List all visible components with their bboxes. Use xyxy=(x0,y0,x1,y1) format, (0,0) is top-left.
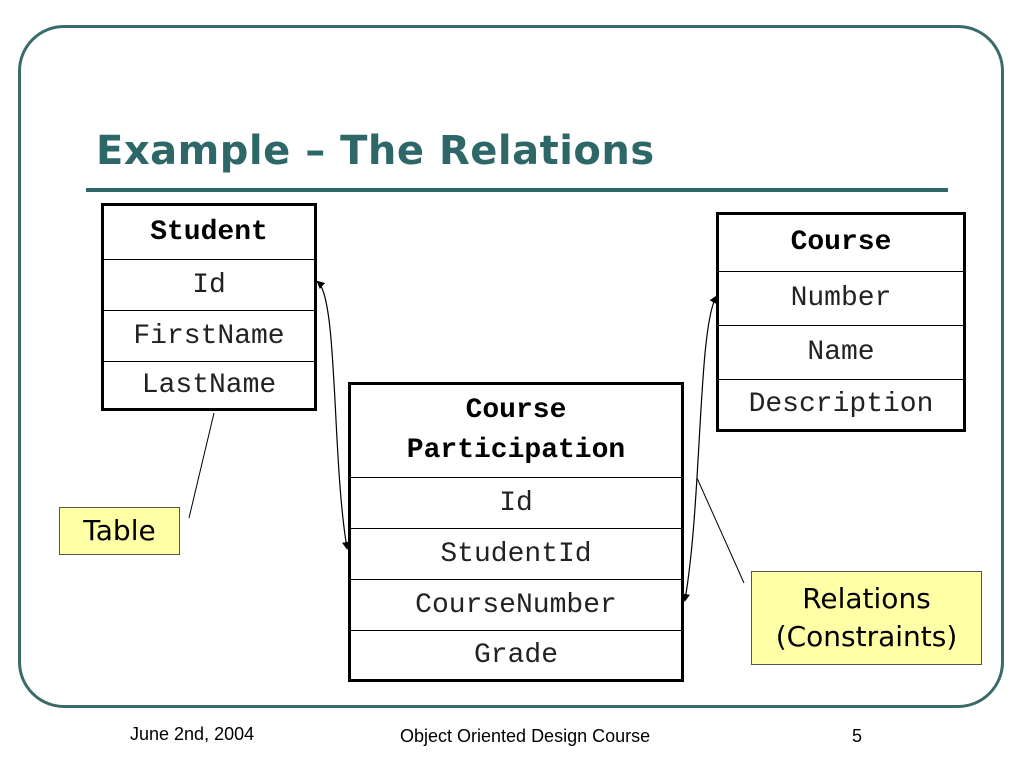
student-row-lastname: LastName xyxy=(104,361,314,408)
relations-callout: Relations (Constraints) xyxy=(751,571,982,665)
participation-row-coursenumber: CourseNumber xyxy=(351,579,681,630)
course-participation-header: Course Participation xyxy=(406,395,626,466)
footer-course: Object Oriented Design Course xyxy=(400,726,651,746)
participation-row-grade: Grade xyxy=(351,630,681,679)
course-participation-table: Course Participation Id StudentId Course… xyxy=(348,382,684,682)
table-callout-pointer xyxy=(188,412,215,519)
footer-page-number: 5 xyxy=(852,726,863,746)
course-table-header: Course xyxy=(790,227,892,258)
course-row-name: Name xyxy=(719,325,963,379)
student-table: Student Id FirstName LastName xyxy=(101,203,317,411)
title-underline xyxy=(86,188,948,192)
relations-callout-pointer xyxy=(696,477,745,584)
table-callout: Table xyxy=(59,507,180,555)
participation-row-id: Id xyxy=(351,477,681,528)
student-row-id: Id xyxy=(104,259,314,310)
student-table-header: Student xyxy=(150,216,268,248)
student-id-relation-arrow xyxy=(316,280,350,550)
student-row-firstname: FirstName xyxy=(104,310,314,361)
slide-title: Example – The Relations xyxy=(96,128,655,174)
course-row-number: Number xyxy=(719,271,963,325)
participation-row-studentid: StudentId xyxy=(351,528,681,579)
course-table: Course Number Name Description xyxy=(716,212,966,432)
course-row-description: Description xyxy=(719,379,963,429)
footer-date: June 2nd, 2004 xyxy=(130,724,255,744)
slide-frame xyxy=(18,25,1004,708)
course-number-relation-arrow xyxy=(682,295,717,602)
